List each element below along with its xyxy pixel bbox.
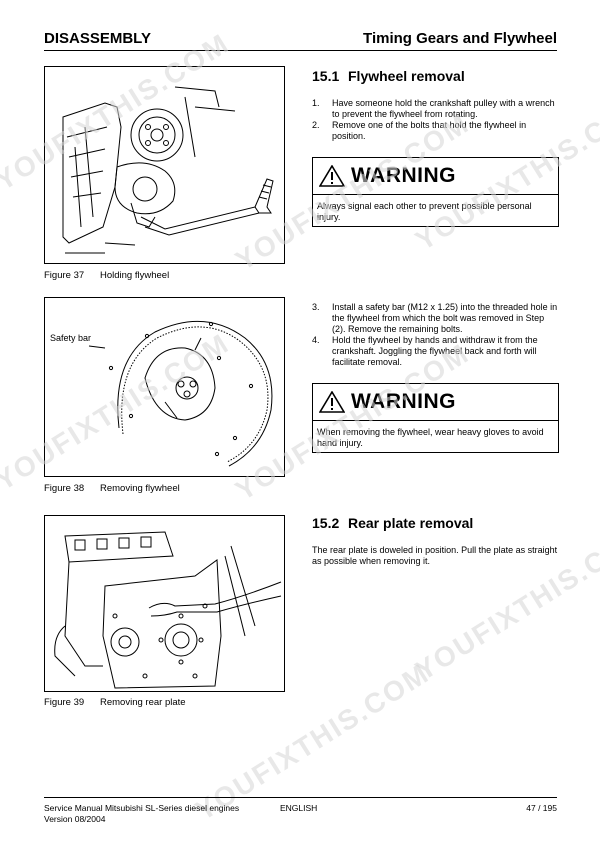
section-title-text: Rear plate removal <box>348 515 474 531</box>
section-number: 15.1 <box>312 68 340 84</box>
section-header: DISASSEMBLY <box>44 30 151 47</box>
step-text: Have someone hold the crankshaft pulley … <box>332 98 555 119</box>
figure-37-caption: Figure 37 Holding flywheel <box>44 270 169 281</box>
chapter-title: Timing Gears and Flywheel <box>363 30 557 47</box>
step-item: 1. Have someone hold the crankshaft pulle… <box>312 98 558 120</box>
footer-divider <box>44 797 557 798</box>
footer-version: Version 08/2004 <box>44 814 106 824</box>
removing-flywheel-illustration <box>88 320 273 467</box>
figure-number: Figure 39 <box>44 697 85 708</box>
page-number: 47 / 195 <box>526 803 557 813</box>
warning-box: WARNING When removing the flywheel, wear… <box>312 383 559 453</box>
figure-caption-text: Removing flywheel <box>100 483 180 494</box>
figure-number: Figure 37 <box>44 270 85 281</box>
step-item: 2. Remove one of the bolts that hold the … <box>312 120 558 142</box>
step-text: Hold the flywheel by hands and withdraw … <box>332 335 538 367</box>
warning-text: Always signal each other to prevent poss… <box>317 201 532 222</box>
procedure-steps: 3. Install a safety bar (M12 x 1.25) into… <box>312 302 558 368</box>
procedure-steps: 1. Have someone hold the crankshaft pulle… <box>312 98 558 142</box>
watermark: YOUFIXTHIS.COM <box>410 517 600 687</box>
footer-manual-title: Service Manual Mitsubishi SL-Series dies… <box>44 803 240 813</box>
footer-language: ENGLISH <box>280 803 318 813</box>
step-item: 3. Install a safety bar (M12 x 1.25) into… <box>312 302 558 335</box>
step-text: Install a safety bar (M12 x 1.25) into t… <box>332 302 558 334</box>
warning-text: When removing the flywheel, wear heavy g… <box>317 427 544 448</box>
figure-38-image: Safety bar <box>44 297 285 477</box>
step-text: Remove one of the bolts that hold the fl… <box>332 120 527 141</box>
figure-38-caption: Figure 38 Removing flywheel <box>44 483 180 494</box>
figure-caption-text: Holding flywheel <box>100 270 170 281</box>
warning-box: WARNING Always signal each other to prev… <box>312 157 559 227</box>
warning-triangle-icon <box>319 165 345 187</box>
figure-number: Figure 38 <box>44 483 85 494</box>
section-title: 15.2 Rear plate removal <box>312 515 473 531</box>
figure-39-caption: Figure 39 Removing rear plate <box>44 697 186 708</box>
removing-rear-plate-illustration <box>54 531 282 689</box>
header-divider <box>44 50 557 51</box>
warning-header: WARNING <box>313 158 558 195</box>
step-item: 4. Hold the flywheel by hands and withdra… <box>312 335 558 368</box>
section-number: 15.2 <box>312 515 340 531</box>
rear-plate-paragraph: The rear plate is doweled in position. P… <box>312 545 558 566</box>
warning-header: WARNING <box>313 384 558 421</box>
figure-39-image <box>44 515 285 692</box>
warning-title: WARNING <box>351 164 456 187</box>
safety-bar-label: Safety bar <box>50 333 92 343</box>
section-title-text: Flywheel removal <box>348 68 465 84</box>
step-number: 2. <box>312 120 320 130</box>
figure-37-image <box>44 66 285 264</box>
step-number: 3. <box>312 302 320 312</box>
holding-flywheel-illustration <box>62 86 274 254</box>
warning-triangle-icon <box>319 391 345 413</box>
figure-caption-text: Removing rear plate <box>100 697 186 708</box>
step-number: 1. <box>312 98 320 108</box>
section-title: 15.1 Flywheel removal <box>312 68 465 84</box>
warning-title: WARNING <box>351 390 456 413</box>
step-number: 4. <box>312 335 320 345</box>
